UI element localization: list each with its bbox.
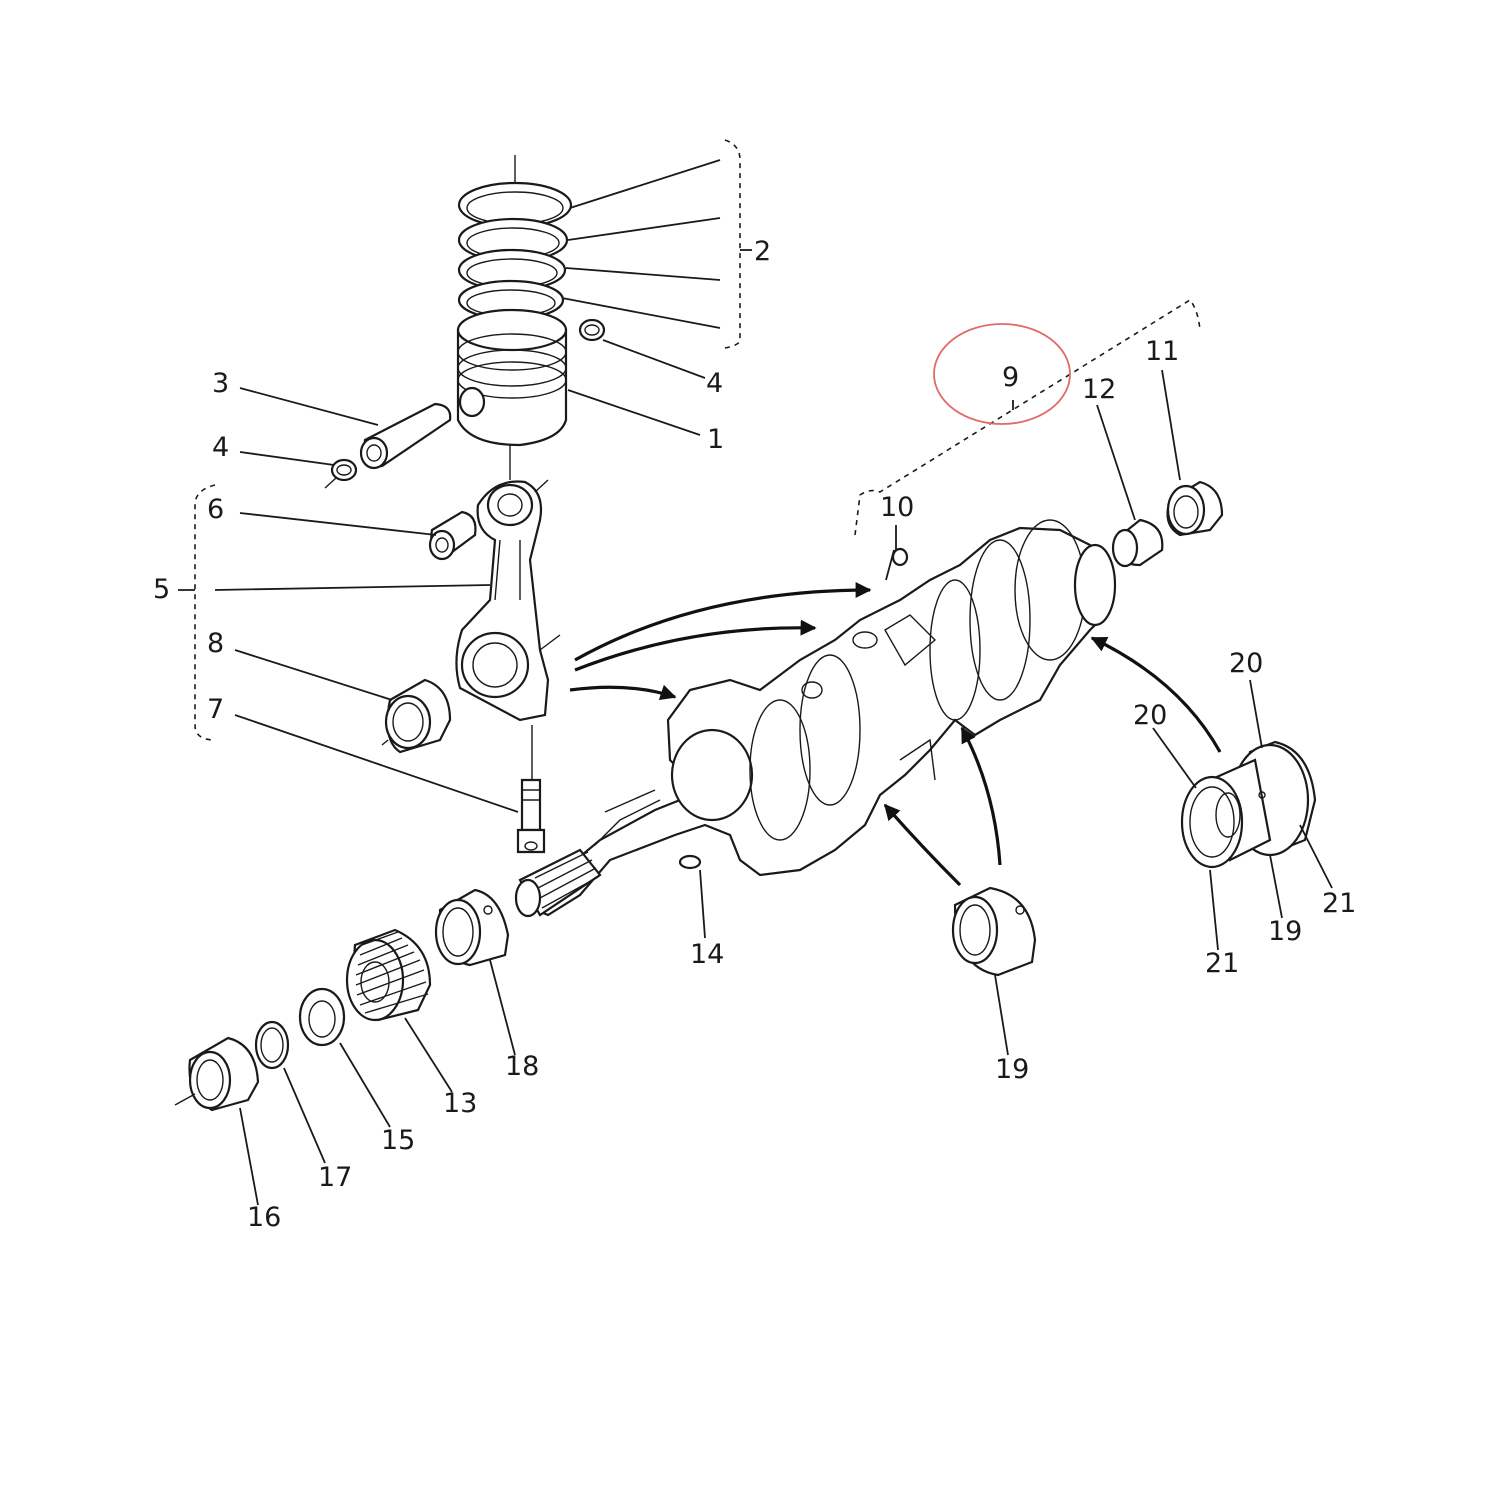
piston-rings [457,155,573,321]
callout-15: 15 [381,1125,415,1156]
bearing-12 [1111,518,1164,568]
callout-9: 9 [1002,362,1019,393]
callout-18: 18 [505,1051,539,1082]
main-bearing-18 [434,888,510,967]
callout-19-lower: 19 [995,1054,1029,1085]
callout-8: 8 [207,628,224,659]
callout-4-right: 4 [706,368,723,399]
circlip-lower [324,458,358,489]
callout-21-right: 21 [1322,888,1356,919]
woodruff-key [678,854,702,870]
rear-bearing-housing [1180,740,1317,869]
highlight-circle [933,323,1071,425]
callout-21-lower: 21 [1205,948,1239,979]
callout-14: 14 [690,939,724,970]
circlip-upper [578,318,606,342]
callout-20-lower: 20 [1133,700,1167,731]
callout-7: 7 [207,694,224,725]
crankshaft [523,519,1117,917]
oil-seal-16 [174,1036,260,1112]
big-end-bearing [381,678,452,754]
timing-gear-13 [345,928,432,1022]
leader-lines [178,139,1333,1206]
callout-10: 10 [880,492,914,523]
rod-bolt [516,725,546,854]
main-bearing-19-lower [951,886,1037,977]
plug-10 [891,547,909,567]
callout-1: 1 [707,424,724,455]
callout-4-left: 4 [212,432,229,463]
callout-17: 17 [318,1162,352,1193]
callout-11: 11 [1145,336,1179,367]
callout-19-right: 19 [1268,916,1302,947]
callout-5: 5 [153,574,170,605]
callout-3: 3 [212,368,229,399]
snap-ring-17 [254,1020,290,1070]
small-end-bush [428,510,477,561]
callout-13: 13 [443,1088,477,1119]
seal-11 [1166,480,1224,537]
piston-pin [359,402,452,470]
callout-16: 16 [247,1202,281,1233]
callout-6: 6 [207,494,224,525]
callout-2: 2 [754,236,771,267]
piston [456,308,568,480]
callout-labels: 1 2 3 4 4 5 6 7 8 9 10 11 12 13 14 15 16… [153,236,1356,1233]
crankshaft-spline-end [514,848,602,918]
callout-12: 12 [1082,374,1116,405]
callout-20-upper: 20 [1229,648,1263,679]
assembly-arrows [569,582,1222,887]
thrust-washer-15 [298,987,346,1047]
connecting-rod [455,479,561,722]
